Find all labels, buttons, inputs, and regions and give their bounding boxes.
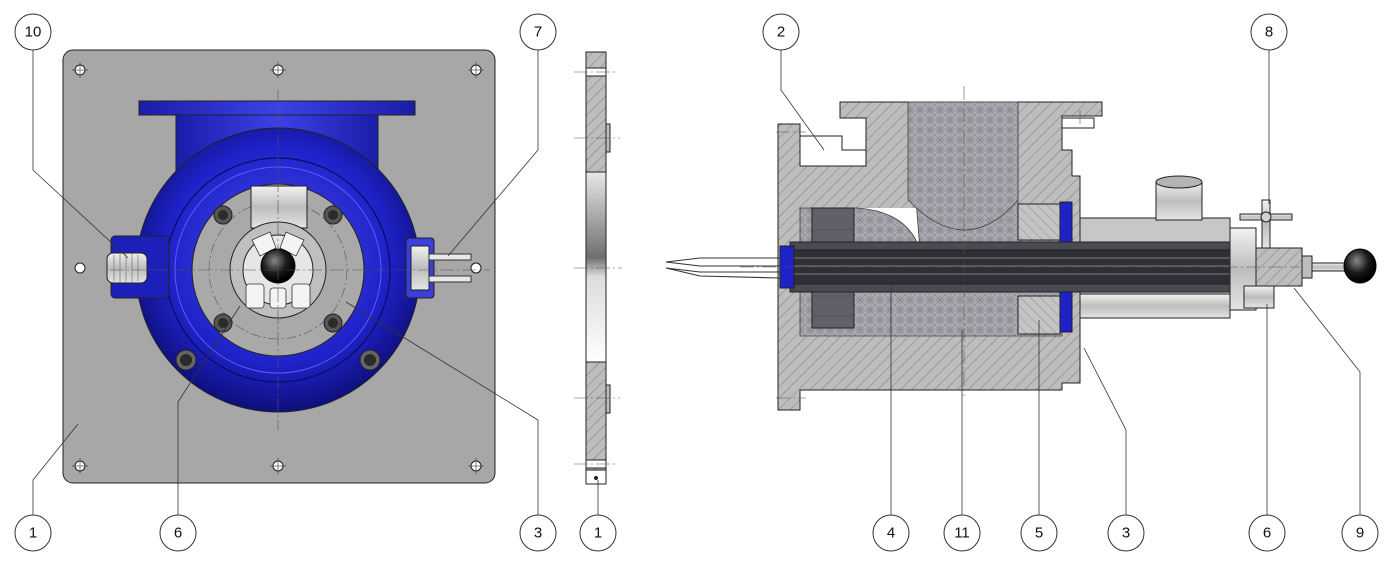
callout-c8: 8 [1250, 13, 1288, 51]
callout-label: 3 [1122, 525, 1130, 542]
callout-label: 6 [1263, 525, 1271, 542]
callout-circle [519, 514, 557, 552]
callout-c3a: 3 [519, 514, 557, 552]
callout-c3b: 3 [1107, 514, 1145, 552]
callout-label: 1 [29, 525, 37, 542]
callout-circle [579, 514, 617, 552]
callout-circle [1020, 514, 1058, 552]
callout-circle [762, 13, 800, 51]
callout-c1a: 1 [14, 514, 52, 552]
callout-c6a: 6 [159, 514, 197, 552]
callout-c2: 2 [762, 13, 800, 51]
callout-label: 6 [174, 525, 182, 542]
callout-label: 5 [1035, 525, 1043, 542]
callout-c9: 9 [1341, 514, 1379, 552]
callout-circle [159, 514, 197, 552]
end-flange [1229, 227, 1257, 311]
callout-circle [14, 514, 52, 552]
callout-label: 3 [534, 525, 542, 542]
callout-label: 1 [594, 525, 602, 542]
assembly-section-view [665, 86, 1377, 411]
thermocouple-wires [665, 257, 781, 279]
callout-label: 7 [534, 24, 542, 41]
callout-circle [943, 514, 981, 552]
callout-label: 9 [1356, 525, 1364, 542]
callout-c7: 7 [519, 13, 557, 51]
callout-c4: 4 [872, 514, 910, 552]
callout-label: 10 [25, 24, 42, 41]
top-flange [138, 100, 416, 116]
callout-label: 8 [1265, 24, 1273, 41]
callout-c10: 10 [14, 13, 52, 51]
sight-glass-cap [106, 252, 148, 284]
callout-circle [1248, 514, 1286, 552]
plate-section-view [574, 51, 622, 485]
callout-c11: 11 [943, 514, 981, 552]
leader-lines [32, 50, 1361, 515]
callout-circle [519, 13, 557, 51]
callout-circle [1107, 514, 1145, 552]
callout-c1b: 1 [579, 514, 617, 552]
callout-c5: 5 [1020, 514, 1058, 552]
front-view [62, 49, 496, 484]
vent-valve [1239, 199, 1293, 249]
callout-c6b: 6 [1248, 514, 1286, 552]
clamp-jaws [245, 231, 311, 309]
callout-label: 4 [887, 525, 895, 542]
callout-circle [872, 514, 910, 552]
callout-label: 2 [777, 24, 785, 41]
end-knob [1343, 248, 1377, 284]
callout-circle [1250, 13, 1288, 51]
callout-circle [14, 13, 52, 51]
callout-label: 11 [954, 525, 970, 542]
housing-bolts [175, 349, 381, 371]
callout-circle [1341, 514, 1379, 552]
cover-bolts [213, 205, 343, 333]
